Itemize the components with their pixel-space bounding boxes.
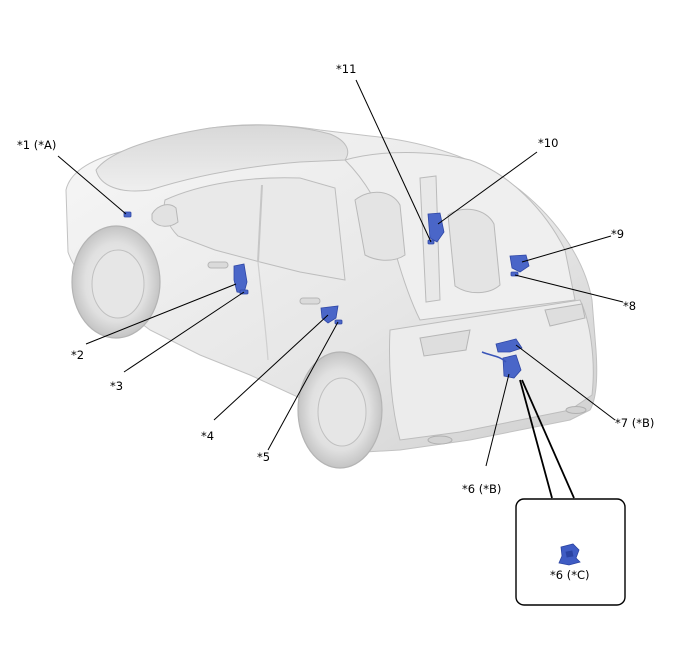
leader-4 bbox=[213, 314, 329, 421]
leader-3 bbox=[123, 291, 245, 373]
rear-wheel-hub bbox=[317, 377, 367, 447]
callout-2: *2 bbox=[71, 348, 84, 362]
actuator-part-icon bbox=[558, 543, 581, 566]
component-7-liftgate-lock bbox=[495, 338, 523, 353]
callout-5: *5 bbox=[257, 450, 270, 464]
component-2-front-door-lock bbox=[233, 263, 248, 294]
roof bbox=[95, 124, 349, 192]
callout-9: *9 bbox=[611, 227, 624, 241]
leader-9 bbox=[521, 235, 612, 263]
leader-10 bbox=[437, 151, 538, 225]
leader-5 bbox=[267, 321, 339, 451]
rear-seat-right bbox=[447, 208, 501, 294]
rear-seat-left bbox=[354, 191, 406, 261]
callout-10: *10 bbox=[538, 136, 558, 150]
leader-7b bbox=[515, 344, 616, 421]
component-6-liftgate-actuator bbox=[502, 354, 522, 379]
component-10-seat-lock bbox=[427, 212, 445, 243]
callout-4: *4 bbox=[201, 429, 214, 443]
exhaust-right bbox=[565, 406, 587, 414]
callout-1: *1 (*A) bbox=[17, 138, 56, 152]
inset-connector-left bbox=[519, 379, 553, 499]
callout-3: *3 bbox=[110, 379, 123, 393]
rear-door-handle bbox=[299, 297, 321, 305]
highlighted-components bbox=[123, 211, 530, 379]
leader-lines bbox=[57, 79, 624, 499]
component-5-rear-door-switch bbox=[334, 319, 343, 325]
exhaust-left bbox=[427, 435, 453, 445]
leader-6b bbox=[485, 373, 510, 467]
front-wheel-hub bbox=[91, 249, 145, 319]
inset-label: *6 (*C) bbox=[550, 568, 589, 582]
inset-detail: *6 (*C) bbox=[515, 498, 626, 606]
tail-lamp-right bbox=[544, 303, 586, 327]
tail-lamp bbox=[419, 329, 471, 357]
callout-6b: *6 (*B) bbox=[462, 482, 501, 496]
component-4-rear-door-lock bbox=[320, 305, 339, 324]
side-mirror bbox=[151, 204, 179, 227]
leader-11 bbox=[355, 79, 432, 243]
wheels bbox=[71, 225, 383, 469]
leader-2 bbox=[85, 283, 237, 345]
callout-8: *8 bbox=[623, 299, 636, 313]
callout-11: *11 bbox=[336, 62, 356, 76]
component-7-cable bbox=[481, 351, 507, 363]
vehicle-body bbox=[65, 124, 598, 453]
b-pillar bbox=[257, 184, 263, 263]
leader-8 bbox=[514, 274, 624, 303]
inset-connector-right bbox=[521, 379, 575, 499]
component-9-back-door-closer bbox=[509, 254, 530, 273]
callout-7b: *7 (*B) bbox=[615, 416, 654, 430]
callout-labels: *1 (*A) *2 *3 *4 *5 *6 (*B) *7 (*B) *8 *… bbox=[17, 62, 654, 496]
front-door-handle bbox=[207, 261, 229, 269]
leader-1 bbox=[57, 155, 127, 215]
door-seam bbox=[257, 261, 269, 361]
